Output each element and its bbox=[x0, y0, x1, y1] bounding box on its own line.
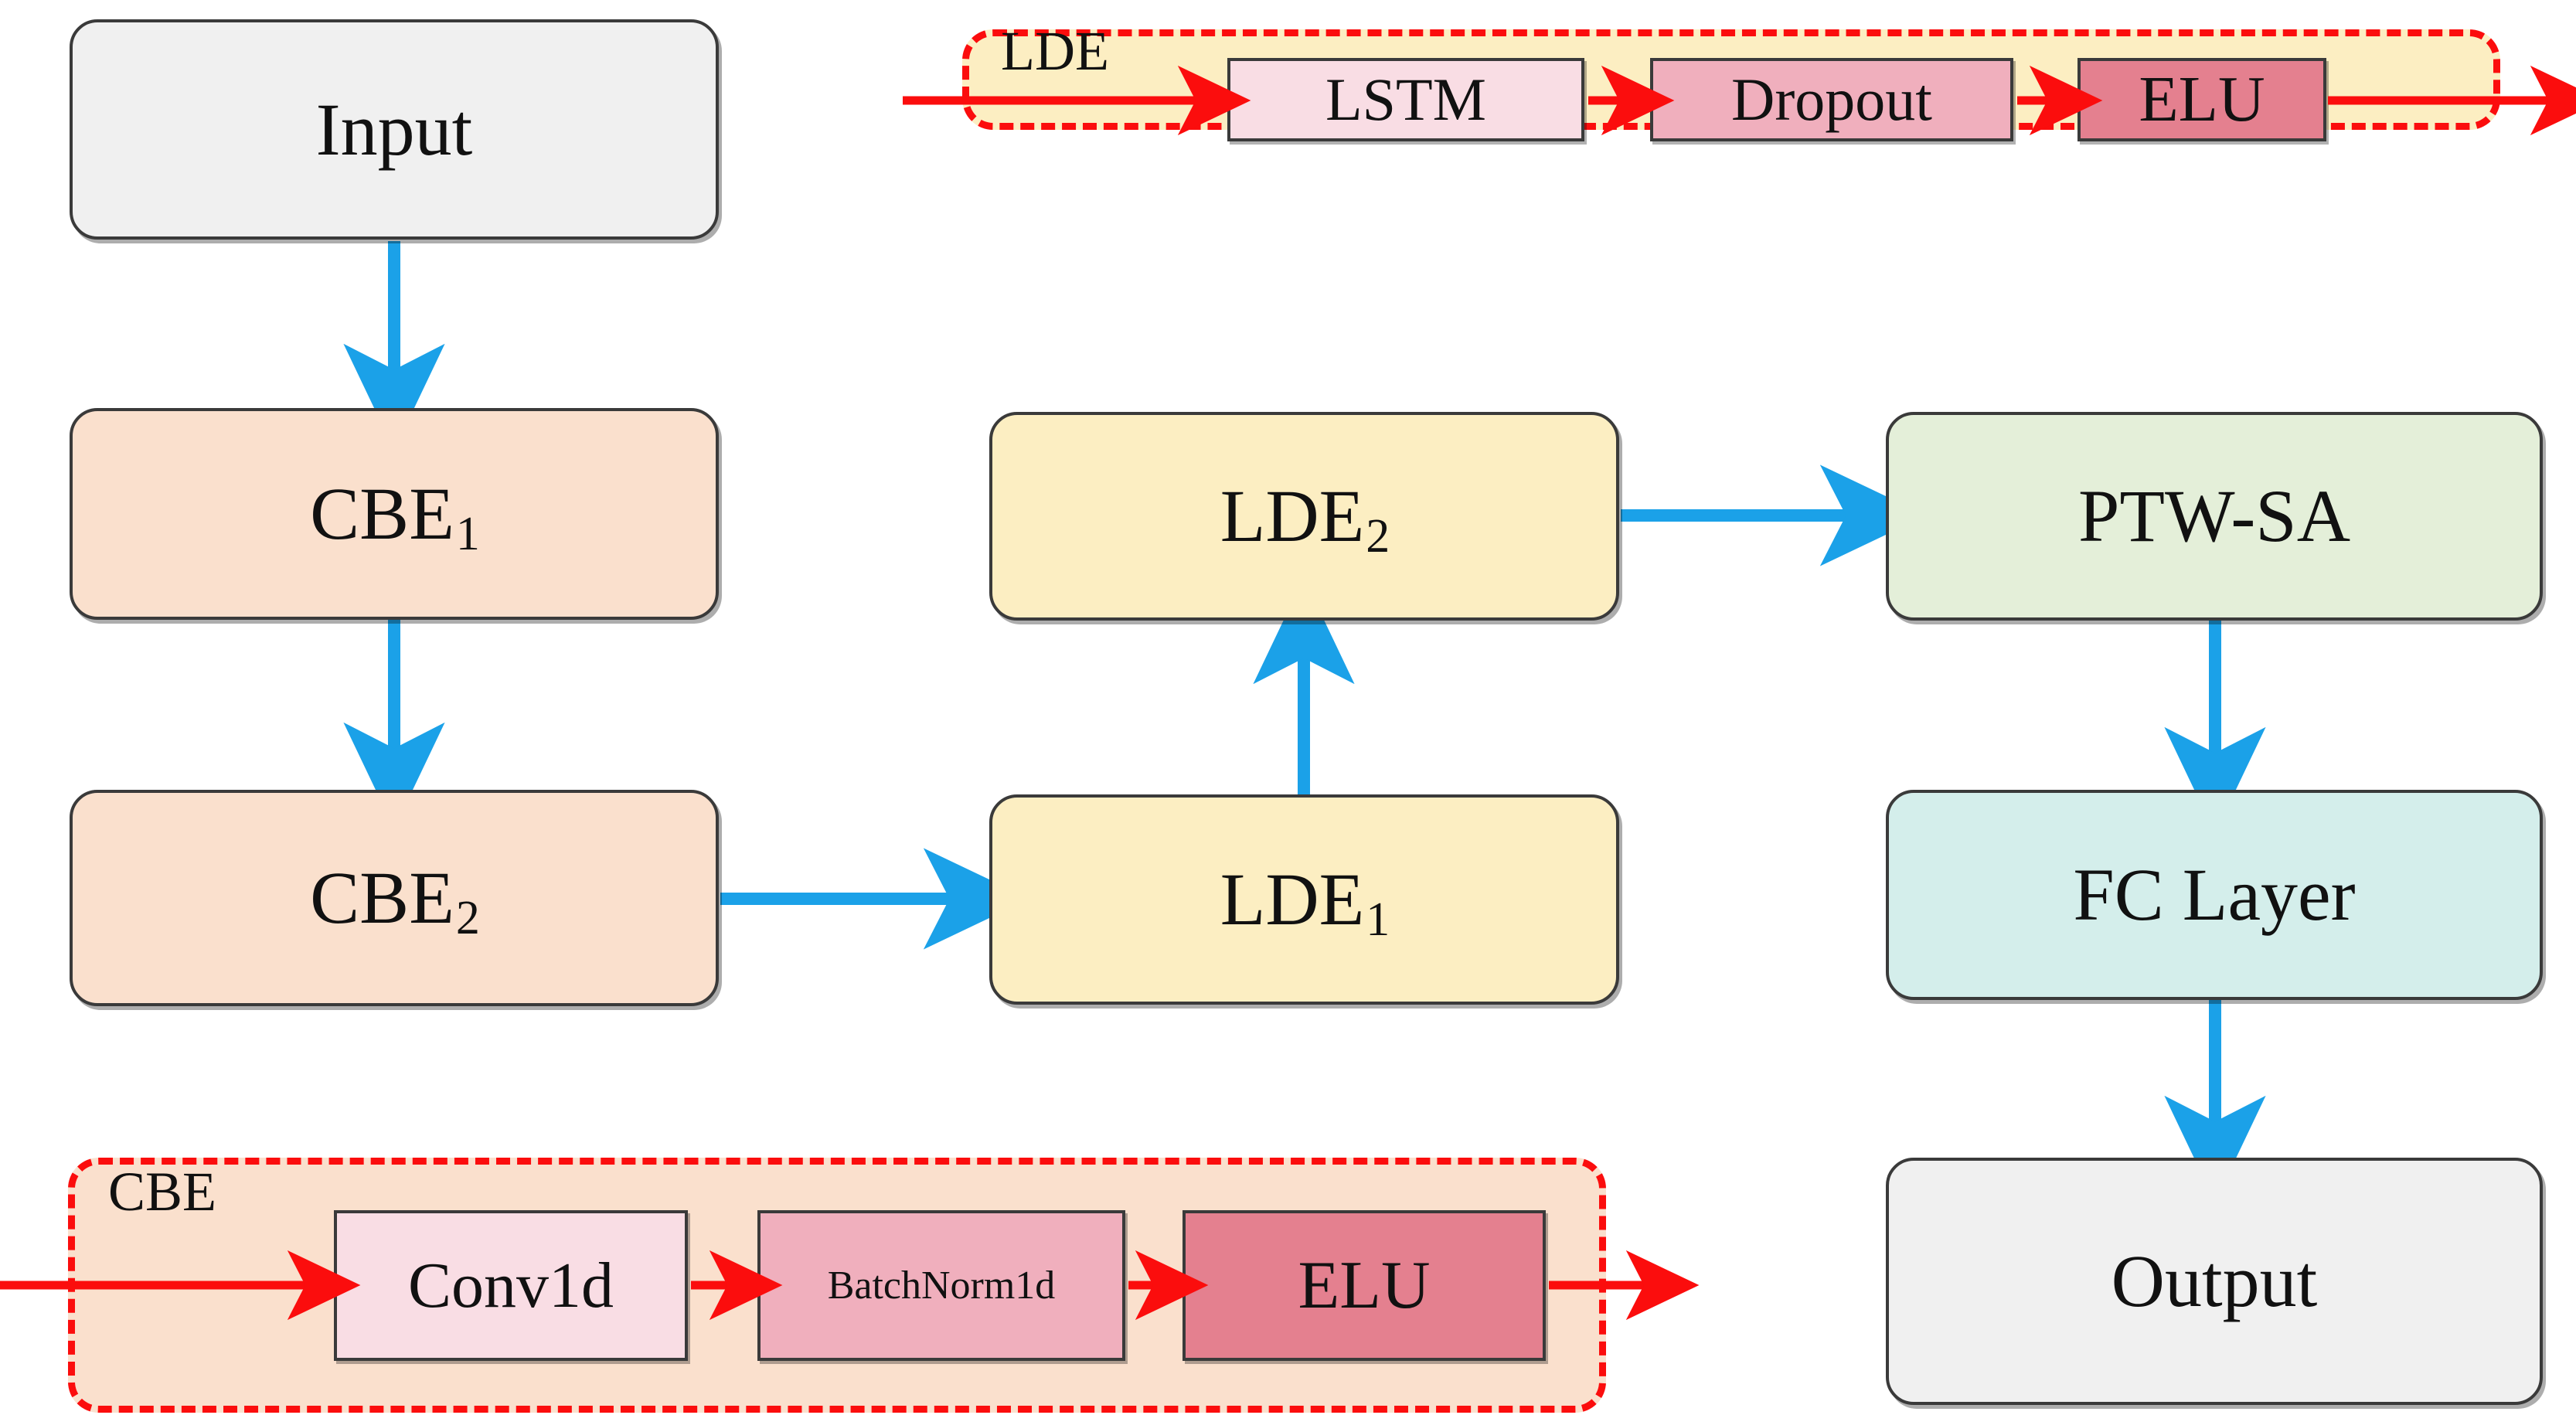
chip-lstm[interactable]: LSTM bbox=[1227, 58, 1584, 141]
node-lde2-label: LDE bbox=[1220, 475, 1365, 557]
chip-lde-elu[interactable]: ELU bbox=[2077, 58, 2326, 141]
chip-batchnorm1d-label: BatchNorm1d bbox=[827, 1263, 1056, 1308]
node-output-label: Output bbox=[2111, 1240, 2318, 1322]
node-input-label: Input bbox=[315, 87, 473, 171]
chip-conv1d-label: Conv1d bbox=[407, 1249, 614, 1321]
node-fc-layer-label: FC Layer bbox=[2073, 853, 2356, 936]
node-cbe2-label: CBE bbox=[310, 856, 454, 939]
lde-module-label: LDE bbox=[1001, 20, 1109, 82]
node-cbe2-subscript: 2 bbox=[455, 892, 480, 944]
node-lde1-label: LDE bbox=[1220, 858, 1365, 940]
chip-cbe-elu-label: ELU bbox=[1298, 1247, 1431, 1323]
chip-dropout[interactable]: Dropout bbox=[1650, 58, 2013, 141]
chip-batchnorm1d[interactable]: BatchNorm1d bbox=[757, 1210, 1125, 1361]
node-output[interactable]: Output bbox=[1886, 1158, 2543, 1405]
chip-cbe-elu[interactable]: ELU bbox=[1183, 1210, 1546, 1361]
node-cbe1-subscript: 1 bbox=[455, 508, 480, 560]
node-cbe1-label: CBE bbox=[310, 472, 454, 555]
cbe-module-label: CBE bbox=[108, 1161, 217, 1223]
chip-lstm-label: LSTM bbox=[1325, 66, 1487, 133]
node-input[interactable]: Input bbox=[70, 19, 719, 240]
node-fc-layer[interactable]: FC Layer bbox=[1886, 790, 2543, 1000]
chip-dropout-label: Dropout bbox=[1731, 66, 1932, 133]
node-lde1-subscript: 1 bbox=[1366, 893, 1390, 946]
chip-lde-elu-label: ELU bbox=[2139, 63, 2265, 135]
chip-conv1d[interactable]: Conv1d bbox=[334, 1210, 688, 1361]
node-ptw-sa[interactable]: PTW-SA bbox=[1886, 412, 2543, 621]
node-lde2-subscript: 2 bbox=[1366, 510, 1390, 563]
node-ptw-sa-label: PTW-SA bbox=[2077, 475, 2351, 557]
